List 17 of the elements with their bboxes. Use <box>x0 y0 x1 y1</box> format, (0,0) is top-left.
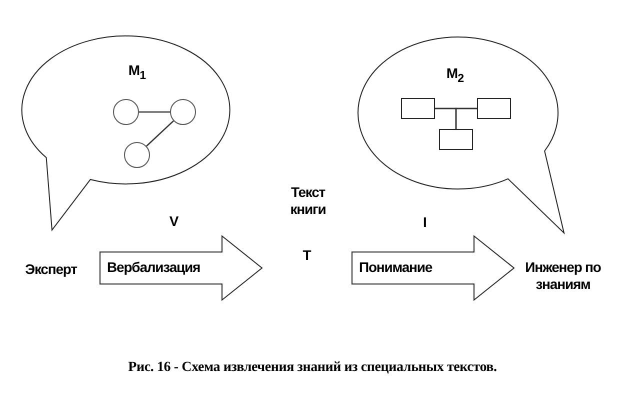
rectangle-node <box>439 129 473 150</box>
connector-line <box>455 108 477 129</box>
model-label: М$_{2}$ <box>446 65 464 85</box>
figure-caption: Рис. 16 - Схема извлечения знаний из специальных текстов. <box>128 360 497 375</box>
symbol-label: T <box>302 247 312 263</box>
process-label: Понимание <box>359 259 432 277</box>
rectangle-node <box>401 98 435 119</box>
actor-label: Эксперт <box>25 261 77 279</box>
actor-label: Текст книги <box>289 184 327 218</box>
process-label: Вербализация <box>107 259 200 277</box>
rectangle-node <box>477 98 511 119</box>
connector-line <box>146 120 174 147</box>
connector-line <box>139 111 170 113</box>
symbol-label: V <box>169 213 179 229</box>
actor-label: Инженер по знаниям <box>524 258 602 294</box>
model-label: М$_{1}$ <box>128 62 146 82</box>
symbol-label: I <box>423 214 427 230</box>
